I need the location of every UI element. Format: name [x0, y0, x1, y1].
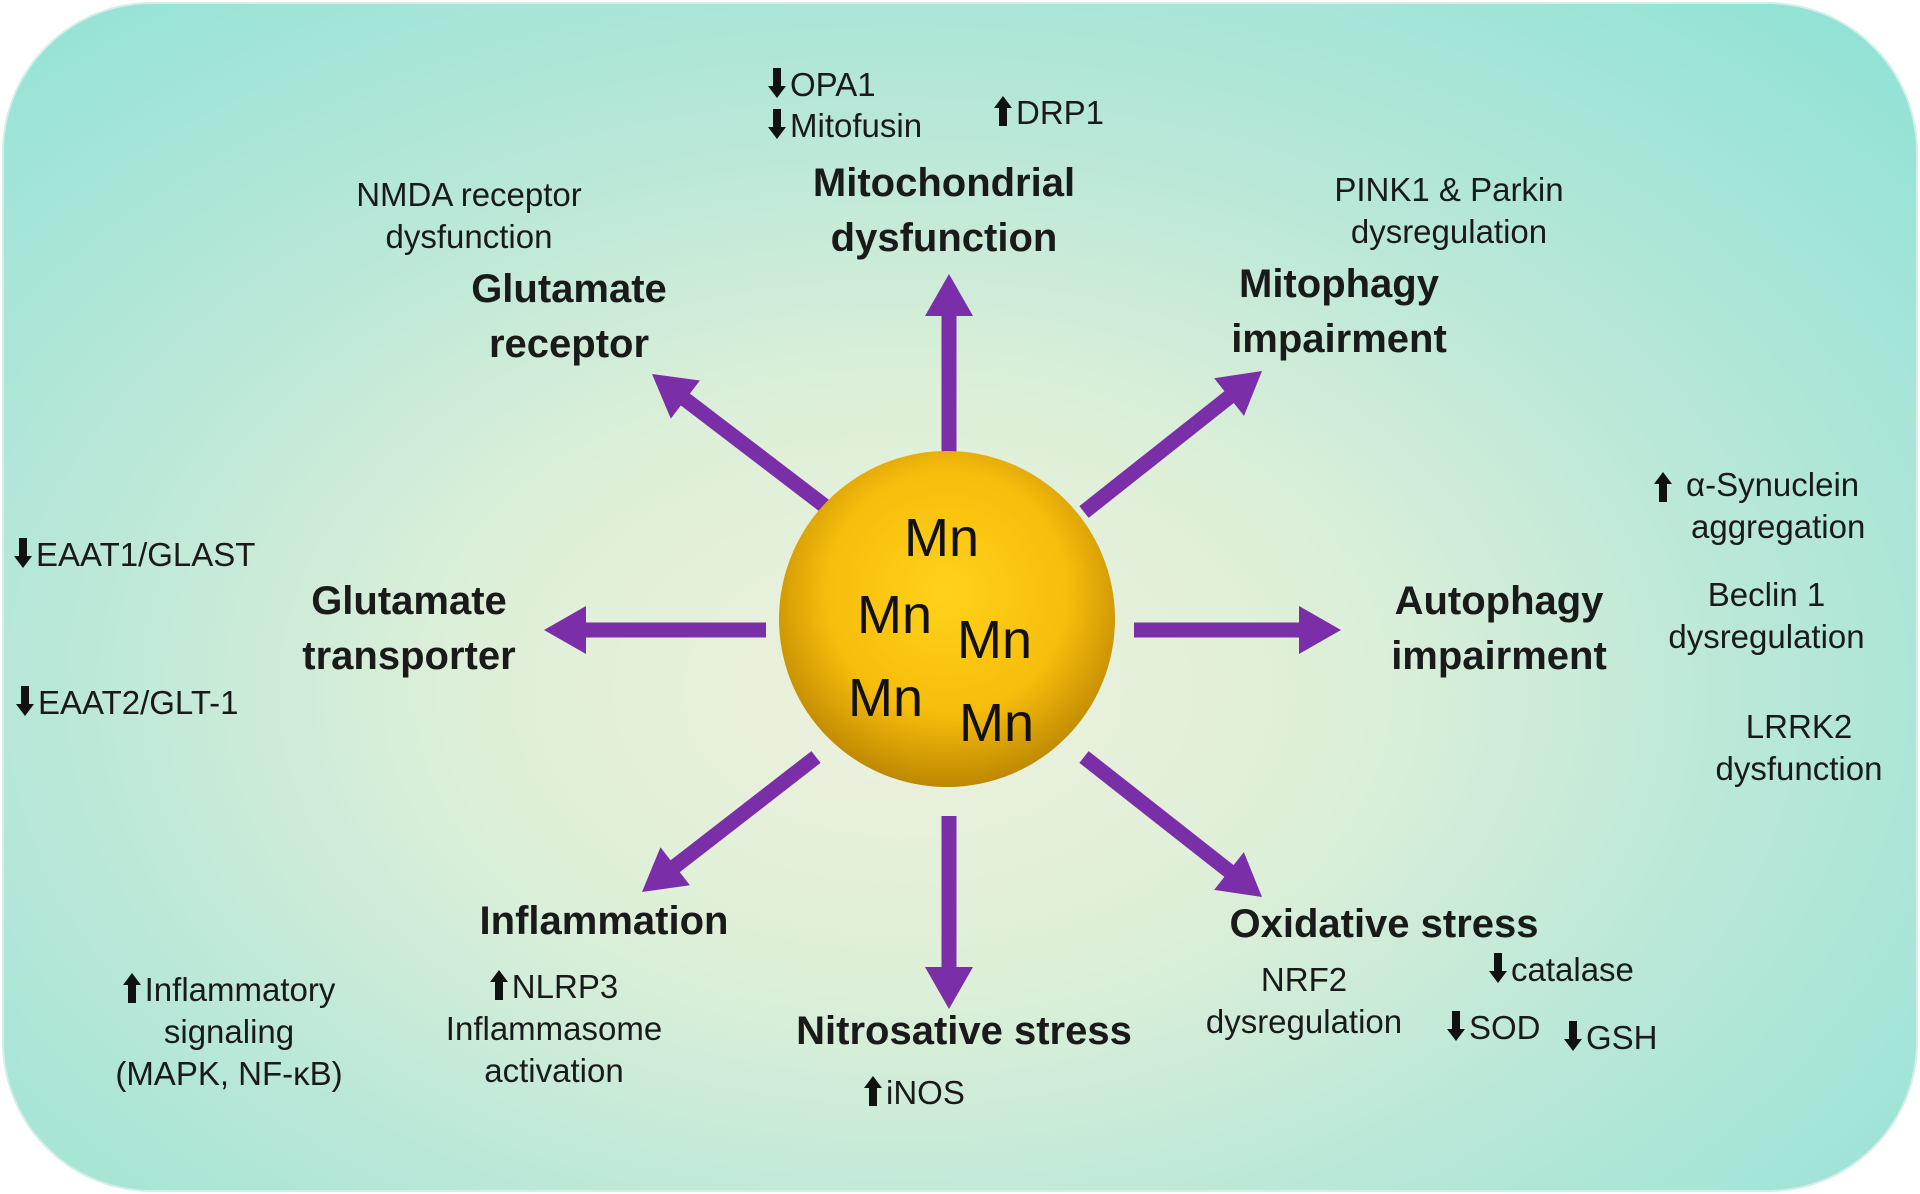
oxid-item-label: GSH: [1586, 1019, 1658, 1056]
diagram-art: [544, 274, 1341, 1009]
oxid-item-label: catalase: [1511, 951, 1634, 988]
glurec-note-line2: dysfunction: [385, 218, 553, 255]
glurec-note-line1: NMDA receptor: [356, 176, 582, 213]
oxid-item-label: SOD: [1469, 1009, 1541, 1046]
glurec-note: NMDA receptor dysfunction: [304, 174, 634, 258]
inflam-signal-line2: signaling: [163, 1013, 295, 1050]
oxid-nrf2-line1: NRF2: [1260, 961, 1348, 998]
autophagy-lrrk2: LRRK2 dysfunction: [1684, 706, 1914, 790]
nitro-item-inos: iNOS: [864, 1072, 965, 1114]
autophagy-syn-line1: α-Synuclein: [1686, 466, 1860, 503]
oxid-item-gsh: GSH: [1564, 1017, 1658, 1059]
arrow-to-mitophagy: [1079, 371, 1262, 518]
inflam-nlrp3-line1: NLRP3: [409, 966, 699, 1008]
mitophagy-note-line1: PINK1 & Parkin: [1334, 171, 1564, 208]
inflam-nlrp3-label: NLRP3: [511, 968, 619, 1005]
up-arrow-icon: [864, 1076, 882, 1106]
glutrans-title: Glutamate transporter: [249, 574, 569, 684]
arrow-to-mito: [925, 274, 973, 456]
inflam-signal-line1: Inflammatory: [79, 969, 379, 1011]
up-arrow-icon: [489, 970, 508, 1000]
autophagy-syn-line2: aggregation: [1691, 508, 1866, 545]
mitophagy-note-line2: dysregulation: [1350, 213, 1548, 250]
mito-title-line1: Mitochondrial: [812, 161, 1076, 205]
autophagy-beclin-line1: Beclin 1: [1707, 576, 1826, 613]
inflam-title: Inflammation: [479, 899, 729, 943]
oxid-item-sod: SOD: [1447, 1007, 1541, 1049]
nitro-title: Nitrosative stress: [796, 1009, 1132, 1053]
arrow-to-autophagy: [1134, 606, 1341, 654]
inflam-nlrp3-line2: Inflammasome: [445, 1010, 663, 1047]
inflam-signal: Inflammatory signaling (MAPK, NF-κB): [79, 969, 379, 1095]
arrows-group: [544, 274, 1341, 1009]
arrow-to-glurec: [652, 374, 831, 513]
mn-label-4: Mn: [848, 668, 924, 728]
up-arrow-icon: [1654, 472, 1672, 502]
down-arrow-icon: [768, 68, 786, 98]
oxid-nrf2-line2: dysregulation: [1205, 1003, 1403, 1040]
mn-label-2: Mn: [857, 585, 933, 645]
oxid-nrf2: NRF2 dysregulation: [1174, 959, 1434, 1043]
mito-item-label: OPA1: [790, 66, 876, 103]
glurec-title-line1: Glutamate: [471, 267, 667, 311]
mitophagy-title: Mitophagy impairment: [1179, 257, 1499, 367]
glutrans-item-label: EAAT2/GLT-1: [38, 684, 239, 721]
nitro-item-label: iNOS: [886, 1074, 965, 1111]
arrow-to-inflam: [642, 751, 821, 892]
manganese-sphere: [779, 451, 1115, 787]
mn-label-5: Mn: [959, 693, 1035, 753]
arrow-to-glutrans: [544, 606, 766, 654]
arrow-to-nitro: [925, 816, 973, 1009]
autophagy-title-line1: Autophagy: [1394, 579, 1604, 623]
down-arrow-icon: [16, 686, 34, 716]
inflam-nlrp3: NLRP3 Inflammasome activation: [409, 966, 699, 1092]
inflam-signal-line3: (MAPK, NF-κB): [115, 1055, 343, 1092]
glutrans-item-label: EAAT1/GLAST: [36, 536, 256, 573]
autophagy-syn: α-Synuclein: [1654, 464, 1859, 506]
down-arrow-icon: [14, 538, 32, 568]
glutrans-title-line1: Glutamate: [311, 579, 507, 623]
mito-item-opa1: OPA1: [768, 64, 876, 106]
mito-item-label: DRP1: [1016, 94, 1105, 131]
mito-item-drp1: DRP1: [994, 92, 1104, 134]
mn-label-1: Mn: [904, 508, 980, 568]
autophagy-title: Autophagy impairment: [1359, 574, 1639, 684]
mitophagy-note: PINK1 & Parkin dysregulation: [1279, 169, 1619, 253]
autophagy-title-line2: impairment: [1391, 634, 1607, 678]
down-arrow-icon: [1489, 953, 1507, 983]
glutrans-item-eaat2: EAAT2/GLT-1: [16, 682, 239, 724]
down-arrow-icon: [1447, 1011, 1465, 1041]
mito-item-mitofusin: Mitofusin: [768, 105, 922, 147]
up-arrow-icon: [994, 96, 1012, 126]
glurec-title: Glutamate receptor: [404, 262, 734, 372]
autophagy-lrrk2-line2: dysfunction: [1715, 750, 1883, 787]
autophagy-beclin: Beclin 1 dysregulation: [1629, 574, 1904, 658]
inflam-nlrp3-line3: activation: [484, 1052, 624, 1089]
mitophagy-title-line1: Mitophagy: [1239, 262, 1439, 306]
glurec-title-line2: receptor: [488, 322, 650, 366]
autophagy-beclin-line2: dysregulation: [1668, 618, 1865, 655]
mito-item-label: Mitofusin: [790, 107, 923, 144]
oxid-title: Oxidative stress: [1229, 902, 1539, 946]
glutrans-item-eaat1: EAAT1/GLAST: [14, 534, 255, 576]
autophagy-lrrk2-line1: LRRK2: [1745, 708, 1853, 745]
inflam-signal-label: Inflammatory: [144, 971, 336, 1008]
glutrans-title-line2: transporter: [302, 634, 516, 678]
down-arrow-icon: [768, 109, 786, 139]
arrow-to-oxid: [1079, 751, 1262, 897]
oxid-item-catalase: catalase: [1489, 949, 1634, 991]
mito-title: Mitochondrial dysfunction: [744, 156, 1144, 266]
mitophagy-title-line2: impairment: [1231, 317, 1447, 361]
up-arrow-icon: [122, 973, 141, 1003]
mito-title-line2: dysfunction: [830, 216, 1058, 260]
mn-label-3: Mn: [957, 610, 1033, 670]
down-arrow-icon: [1564, 1021, 1582, 1051]
